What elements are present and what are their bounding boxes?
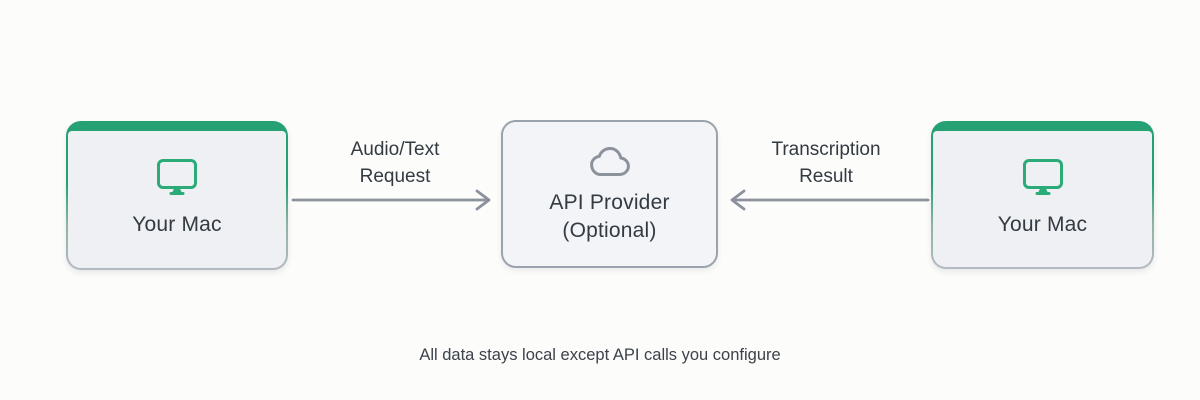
monitor-icon: [1021, 156, 1065, 198]
node-api-provider: API Provider (Optional): [501, 120, 718, 268]
diagram-caption: All data stays local except API calls yo…: [419, 346, 781, 364]
cloud-icon: [586, 144, 634, 180]
node-your-mac-right-body: Your Mac: [933, 131, 1152, 267]
monitor-icon: [155, 156, 199, 198]
node-label: Your Mac: [132, 213, 222, 236]
node-your-mac-right: Your Mac: [931, 121, 1154, 269]
result-arrow-label: Transcription Result: [771, 139, 881, 187]
arrow-left-icon: [730, 189, 930, 211]
node-label: Your Mac: [997, 212, 1088, 236]
node-your-mac-left-body: Your Mac: [68, 131, 286, 268]
node-your-mac-left: Your Mac: [66, 121, 288, 270]
request-arrow-label: Audio/Text Request: [350, 139, 440, 187]
arrow-right-icon: [291, 189, 491, 211]
node-label: API Provider (Optional): [549, 190, 670, 242]
